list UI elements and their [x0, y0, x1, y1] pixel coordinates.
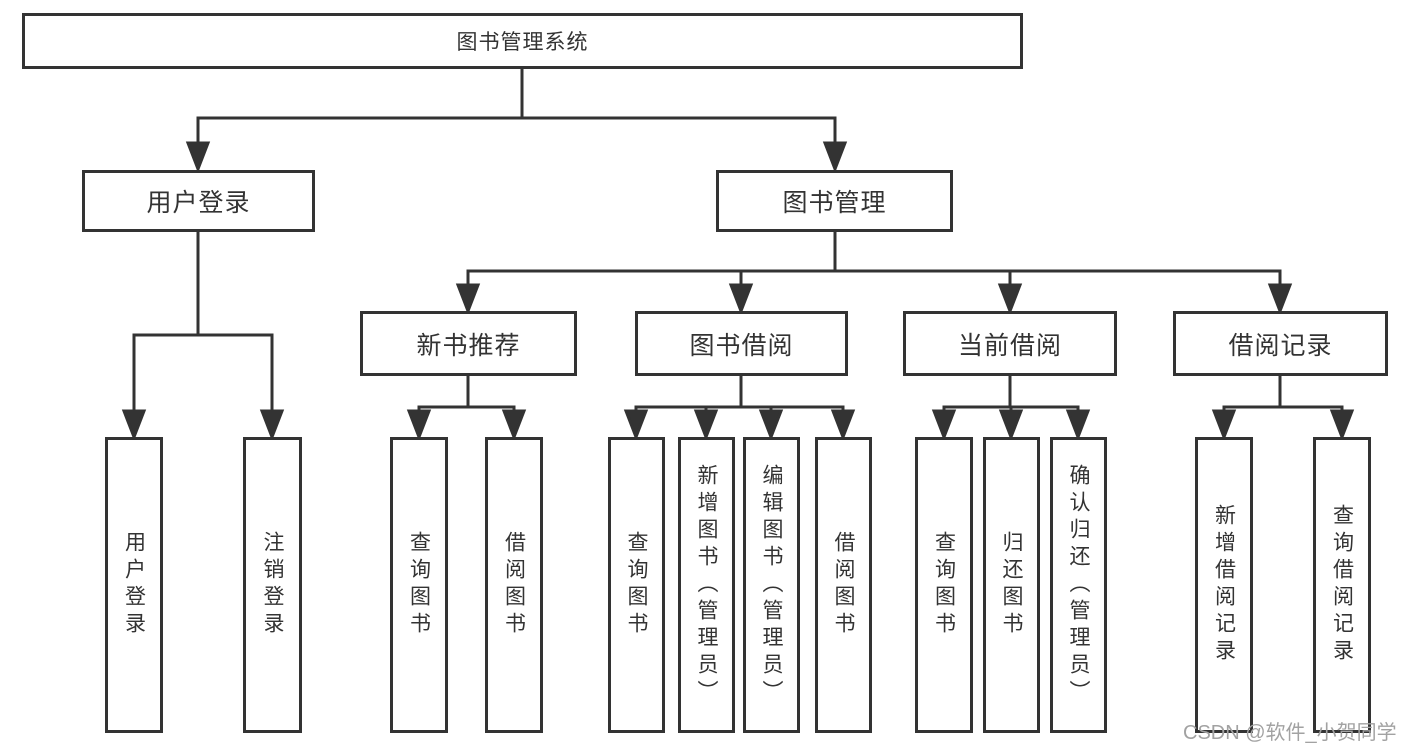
node-book-borrowing: 图书借阅 [635, 311, 848, 376]
node-leaf-add-borrow-record: 新增借阅记录 [1195, 437, 1253, 733]
node-leaf-recommend-query-books: 查询图书 [390, 437, 448, 733]
node-user-login-branch: 用户登录 [82, 170, 315, 232]
node-leaf-return-books: 归还图书 [983, 437, 1040, 733]
node-current-borrowing: 当前借阅 [903, 311, 1117, 376]
node-new-book-recommend: 新书推荐 [360, 311, 577, 376]
node-leaf-current-query-books: 查询图书 [915, 437, 973, 733]
node-leaf-logout: 注销登录 [243, 437, 302, 733]
node-leaf-user-login: 用户登录 [105, 437, 163, 733]
node-library-management-system: 图书管理系统 [22, 13, 1023, 69]
node-leaf-confirm-return-admin: 确认归还（管理员） [1050, 437, 1107, 733]
node-leaf-edit-books-admin: 编辑图书（管理员） [743, 437, 800, 733]
node-leaf-borrowing-borrow-books: 借阅图书 [815, 437, 872, 733]
node-leaf-query-borrow-record: 查询借阅记录 [1313, 437, 1371, 733]
csdn-watermark: CSDN @软件_小贺同学 [1183, 722, 1397, 744]
node-leaf-borrowing-query-books: 查询图书 [608, 437, 665, 733]
node-book-management-branch: 图书管理 [716, 170, 953, 232]
node-leaf-add-books-admin: 新增图书（管理员） [678, 437, 735, 733]
node-leaf-recommend-borrow-books: 借阅图书 [485, 437, 543, 733]
node-borrowing-records: 借阅记录 [1173, 311, 1388, 376]
